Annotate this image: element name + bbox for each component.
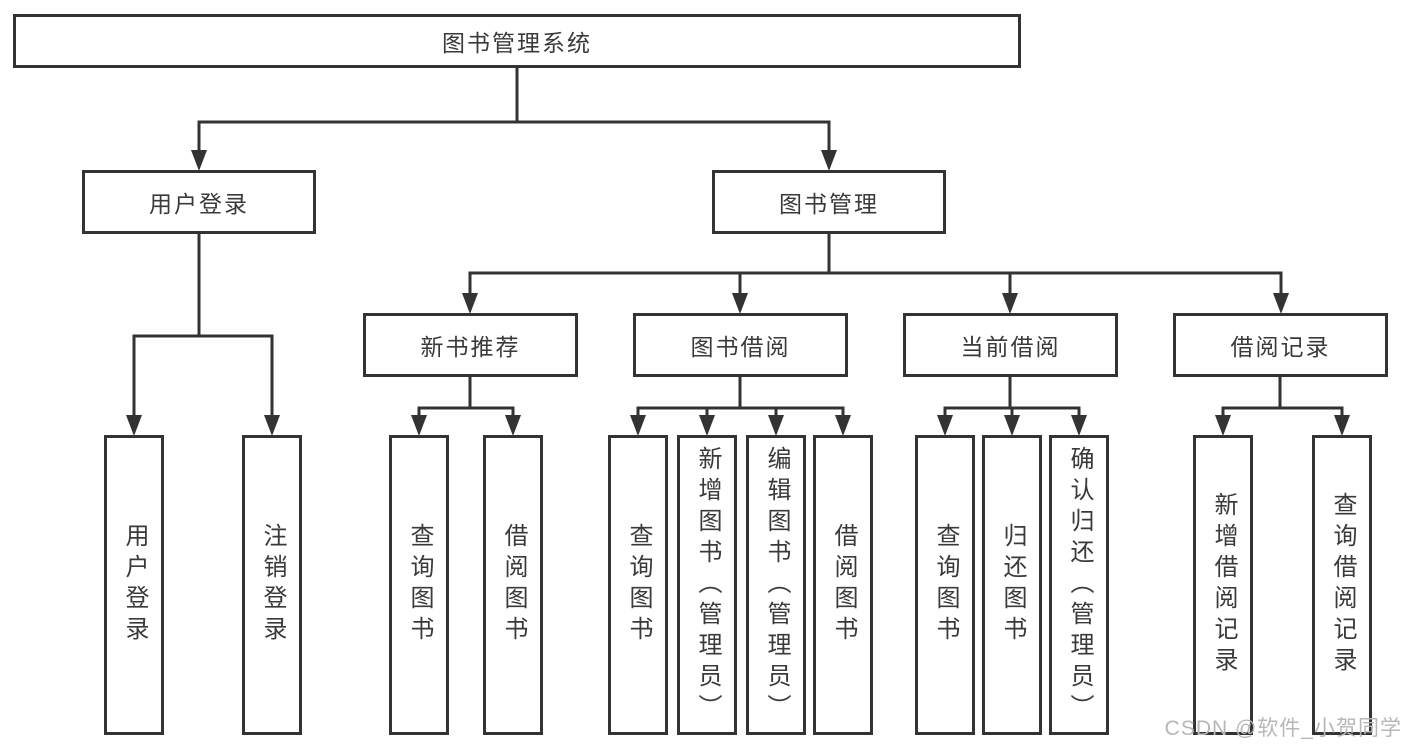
node-label: 查询图书: [406, 523, 433, 647]
node-borrowing-records: 借阅记录: [1173, 313, 1388, 377]
node-leaf-logout: 注销登录: [242, 435, 302, 735]
node-leaf-return-book: 归还图书: [982, 435, 1042, 735]
arrowhead-icon: [1334, 415, 1350, 436]
node-leaf-borrow-books-b: 借阅图书: [813, 435, 873, 735]
node-label: 编辑图书（管理员）: [763, 445, 790, 725]
node-label: 借阅图书: [830, 523, 857, 647]
node-label: 当前借阅: [960, 334, 1061, 360]
node-root: 图书管理系统: [13, 14, 1021, 68]
node-label: 查询图书: [625, 523, 652, 647]
node-label: 新增借阅记录: [1210, 492, 1237, 678]
node-label: 注销登录: [259, 523, 286, 647]
node-leaf-query-books-a: 查询图书: [389, 435, 449, 735]
node-leaf-borrow-books-a: 借阅图书: [483, 435, 543, 735]
node-leaf-query-borrow-record: 查询借阅记录: [1312, 435, 1372, 735]
node-leaf-confirm-return: 确认归还（管理员）: [1049, 435, 1109, 735]
arrowhead-icon: [1002, 293, 1018, 314]
node-label: 图书管理系统: [442, 30, 592, 56]
arrowhead-icon: [1004, 415, 1020, 436]
arrowhead-icon: [835, 415, 851, 436]
arrowhead-icon: [1215, 415, 1231, 436]
node-label: 查询图书: [932, 523, 959, 647]
node-book-management: 图书管理: [712, 170, 946, 234]
arrowhead-icon: [411, 415, 427, 436]
node-label: 确认归还（管理员）: [1066, 445, 1093, 725]
node-leaf-query-books-c: 查询图书: [915, 435, 975, 735]
node-current-borrowing: 当前借阅: [903, 313, 1118, 377]
arrowhead-icon: [768, 415, 784, 436]
arrowhead-icon: [1071, 415, 1087, 436]
arrowhead-icon: [699, 415, 715, 436]
node-label: 归还图书: [999, 523, 1026, 647]
arrowhead-icon: [732, 293, 748, 314]
node-leaf-add-borrow-record: 新增借阅记录: [1193, 435, 1253, 735]
arrowhead-icon: [630, 415, 646, 436]
node-label: 借阅记录: [1230, 334, 1331, 360]
node-label: 图书借阅: [690, 334, 791, 360]
node-label: 查询借阅记录: [1329, 492, 1356, 678]
node-user-login: 用户登录: [82, 170, 316, 234]
arrowhead-icon: [1273, 293, 1289, 314]
arrowhead-icon: [937, 415, 953, 436]
arrowhead-icon: [126, 415, 142, 436]
arrowhead-icon: [191, 150, 207, 171]
arrowhead-icon: [264, 415, 280, 436]
node-leaf-add-book-admin: 新增图书（管理员）: [677, 435, 737, 735]
arrowhead-icon: [505, 415, 521, 436]
arrowhead-icon: [462, 293, 478, 314]
node-leaf-user-login: 用户登录: [104, 435, 164, 735]
node-leaf-query-books-b: 查询图书: [608, 435, 668, 735]
node-label: 用户登录: [149, 191, 249, 217]
arrowhead-icon: [821, 150, 837, 171]
node-book-borrowing: 图书借阅: [633, 313, 848, 377]
node-label: 新书推荐: [420, 334, 521, 360]
node-label: 借阅图书: [500, 523, 527, 647]
csdn-watermark: CSDN @软件_小贺同学: [1164, 717, 1402, 740]
node-label: 图书管理: [779, 191, 879, 217]
node-leaf-edit-book-admin: 编辑图书（管理员）: [746, 435, 806, 735]
node-new-book-recommend: 新书推荐: [363, 313, 578, 377]
node-label: 新增图书（管理员）: [694, 445, 721, 725]
node-label: 用户登录: [121, 523, 148, 647]
